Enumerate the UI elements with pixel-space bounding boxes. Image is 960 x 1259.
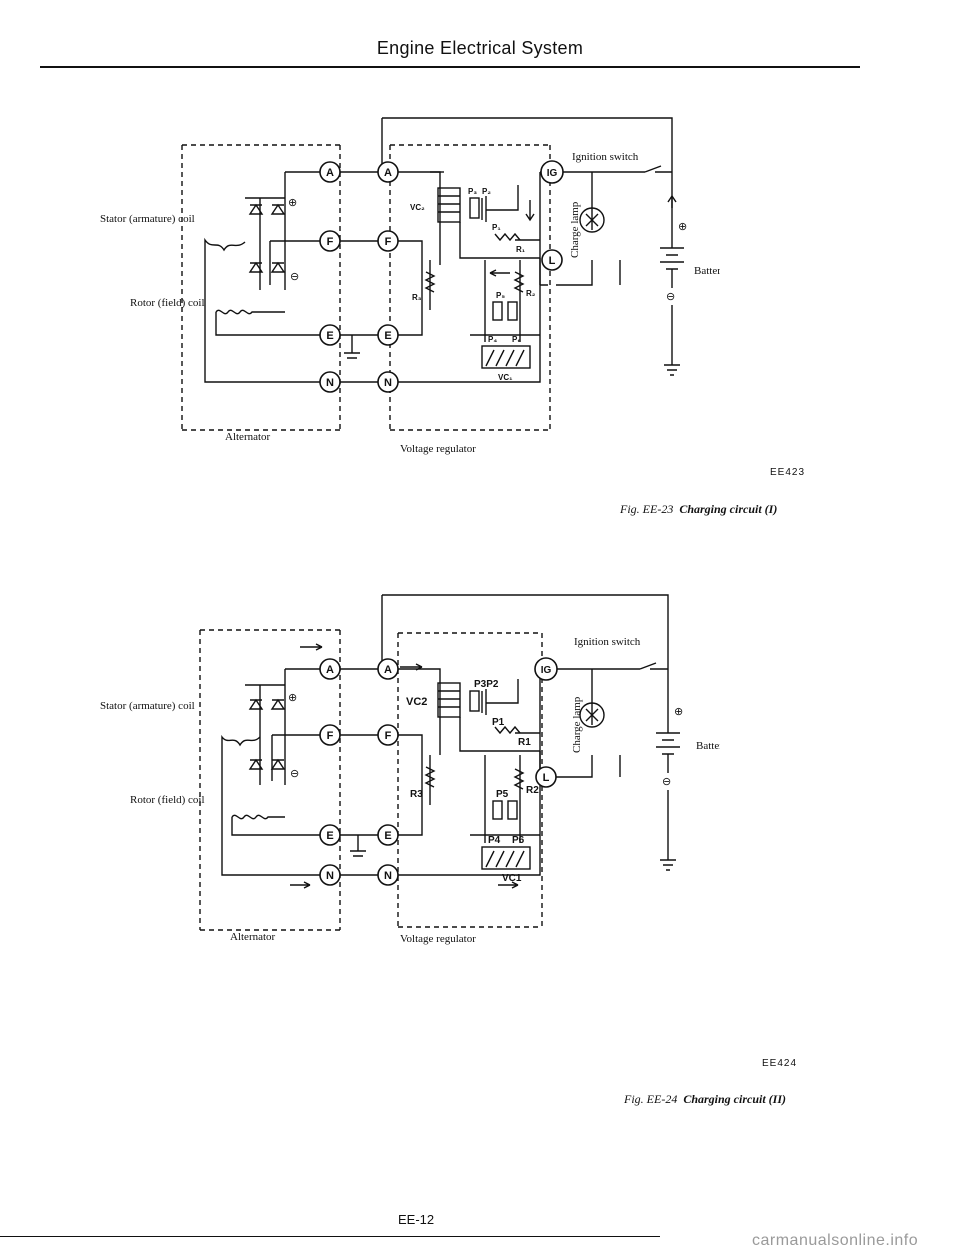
node-a-alt: A	[326, 664, 334, 676]
figure-number-2: Fig. EE-24	[624, 1092, 678, 1106]
header-rule	[40, 66, 860, 68]
battery-label: Battery	[694, 265, 720, 277]
stator-plus-sign: ⊕	[288, 692, 297, 704]
node-f-reg: F	[385, 730, 392, 742]
battery-plus-sign: ⊕	[674, 706, 683, 718]
label-r1: R₁	[516, 245, 526, 254]
node-e-alt: E	[326, 830, 333, 842]
figure-title-1: Charging circuit (I)	[679, 502, 778, 516]
label-p6: P₆	[512, 335, 521, 344]
regulator-label: Voltage regulator	[400, 443, 476, 455]
stator-plus-sign: ⊕	[288, 197, 297, 209]
rotor-label: Rotor (field) coil	[130, 297, 205, 309]
figure-caption-2: Fig. EE-24 Charging circuit (II)	[624, 1092, 786, 1107]
rotor-minus-sign: ⊖	[290, 768, 299, 780]
stator-label: Stator (armature) coil	[100, 700, 195, 712]
label-p6: P6	[512, 835, 525, 846]
label-p4: P4	[488, 835, 501, 846]
figure-caption-1: Fig. EE-23 Charging circuit (I)	[620, 502, 777, 517]
node-n-reg: N	[384, 377, 392, 389]
label-r2: R2	[526, 785, 539, 796]
label-vc1: VC₁	[498, 373, 513, 382]
ignition-switch-label: Ignition switch	[574, 636, 641, 648]
figure-title-2: Charging circuit (II)	[683, 1092, 787, 1106]
battery-minus-sign: ⊖	[662, 776, 671, 788]
rotor-minus-sign: ⊖	[290, 271, 299, 283]
watermark: carmanualsonline.info	[752, 1232, 919, 1249]
node-a-alt: A	[326, 167, 334, 179]
label-p2: P₂	[482, 187, 491, 196]
node-e-alt: E	[326, 330, 333, 342]
charge-lamp-label: Charge lamp	[569, 201, 581, 258]
node-f-alt: F	[327, 236, 334, 248]
node-e-reg: E	[384, 330, 391, 342]
label-p3p2: P3P2	[474, 679, 499, 690]
regulator-label: Voltage regulator	[400, 933, 476, 945]
node-l: L	[543, 772, 550, 784]
charge-lamp-label: Charge lamp	[571, 696, 583, 753]
node-e-reg: E	[384, 830, 391, 842]
label-p5: P₅	[496, 291, 505, 300]
label-vc1: VC1	[502, 873, 522, 884]
rotor-label: Rotor (field) coil	[130, 794, 205, 806]
node-l: L	[549, 255, 556, 267]
figure-code-2: EE424	[762, 1058, 798, 1069]
page-number: EE-12	[398, 1212, 435, 1227]
node-ig: IG	[541, 665, 552, 676]
stator-label: Stator (armature) coil	[100, 213, 195, 225]
node-n-reg: N	[384, 870, 392, 882]
footer-rule	[0, 1236, 660, 1237]
figure-code-1: EE423	[770, 467, 806, 478]
ignition-switch-label: Ignition switch	[572, 151, 639, 163]
page-title: Engine Electrical System	[376, 38, 584, 58]
node-a-reg: A	[384, 664, 392, 676]
label-r2: R₂	[526, 289, 536, 298]
label-r3: R3	[410, 789, 423, 800]
label-r3: R₃	[412, 293, 422, 302]
battery-minus-sign: ⊖	[666, 291, 675, 303]
label-r1: R1	[518, 737, 531, 748]
node-n-alt: N	[326, 377, 334, 389]
charging-circuit-diagram-1: A A F F E E N N IG L VC₂ P₃ P₂ P₁ R₁ R₃ …	[100, 117, 720, 455]
label-p4: P₄	[488, 335, 497, 344]
node-n-alt: N	[326, 870, 334, 882]
battery-plus-sign: ⊕	[678, 221, 687, 233]
label-p3: P₃	[468, 187, 477, 196]
node-a-reg: A	[384, 167, 392, 179]
label-p5: P5	[496, 789, 509, 800]
battery-label: Battery	[696, 740, 720, 752]
node-f-alt: F	[327, 730, 334, 742]
label-vc2: VC2	[406, 696, 427, 708]
alternator-label: Alternator	[225, 431, 271, 443]
figure-number-1: Fig. EE-23	[620, 502, 674, 516]
node-ig: IG	[547, 168, 558, 179]
charging-circuit-diagram-2: A A F F E E N N IG L VC2 P3P2 P1 R1 R3 R…	[100, 594, 720, 945]
node-f-reg: F	[385, 236, 392, 248]
label-vc2: VC₂	[410, 203, 425, 212]
label-p1: P₁	[492, 223, 501, 232]
alternator-label: Alternator	[230, 931, 276, 943]
label-p1: P1	[492, 717, 505, 728]
